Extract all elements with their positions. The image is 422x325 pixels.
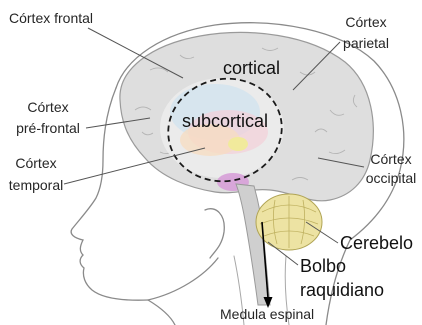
label-cerebelo: Cerebelo — [340, 232, 413, 254]
label-cortex-parietal: Córtex parietal — [336, 12, 396, 54]
thalamus — [228, 137, 248, 151]
label-line: Bolbo — [300, 254, 384, 278]
label-cortex-frontal: Córtex frontal — [9, 8, 93, 28]
label-line: raquidiano — [300, 278, 384, 302]
label-line: Córtex — [4, 152, 68, 174]
label-cortex-prefrontal: Córtex pré-frontal — [6, 97, 90, 139]
label-medula-espinal: Medula espinal — [220, 305, 314, 323]
label-cortex-occipital: Córtex occipital — [362, 150, 420, 188]
label-line: Córtex — [362, 150, 420, 169]
label-subcortical: subcortical — [182, 110, 268, 132]
label-line: parietal — [336, 33, 396, 54]
label-line: pré-frontal — [6, 118, 90, 139]
brainstem — [236, 184, 270, 305]
label-line: temporal — [4, 174, 68, 196]
label-cortex-temporal: Córtex temporal — [4, 152, 68, 196]
jaw-line — [148, 258, 218, 300]
label-line: Córtex — [336, 12, 396, 33]
label-line: Córtex — [6, 97, 90, 118]
label-line: occipital — [362, 169, 420, 188]
label-bolbo-raquidiano: Bolbo raquidiano — [300, 254, 384, 302]
label-cortical: cortical — [223, 57, 280, 79]
ear — [205, 209, 224, 258]
front-neck — [148, 300, 175, 325]
